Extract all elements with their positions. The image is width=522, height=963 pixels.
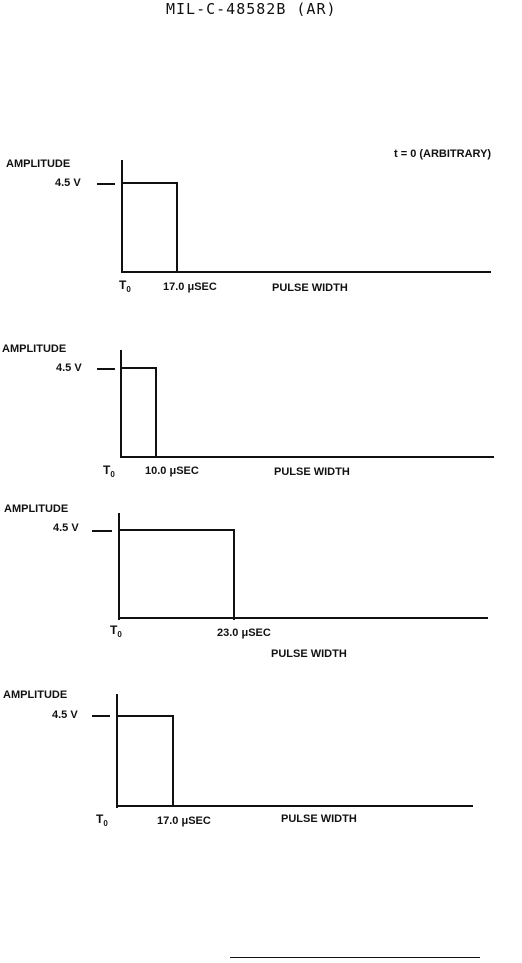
pulse-top [118,529,234,531]
pulse-fall-edge [176,182,178,273]
pulse-width-value: 17.0 μSEC [157,815,211,827]
pulse-width-value: 23.0 μSEC [217,627,271,639]
pulse-fall-edge [172,715,174,807]
pulse-top [121,182,177,184]
pulse-top [120,367,156,369]
voltage-label: 4.5 V [53,522,79,534]
voltage-tick [92,715,110,717]
t0-label: T0 [110,623,122,639]
time-axis [120,456,494,458]
y-axis [118,513,120,620]
y-axis [116,694,118,808]
pulse-top [116,715,173,717]
voltage-label: 4.5 V [56,362,82,374]
pulse-width-value: 17.0 μSEC [163,281,217,293]
document-header: MIL-C-48582B (AR) [166,0,337,18]
amplitude-label: AMPLITUDE [6,158,71,170]
t0-label: T0 [96,812,108,828]
time-axis [118,617,488,619]
voltage-tick [97,368,115,370]
bottom-rule [230,957,480,958]
amplitude-label: AMPLITUDE [4,503,69,515]
time-reference-note: t = 0 (ARBITRARY) [394,148,492,160]
amplitude-label: AMPLITUDE [3,689,68,701]
pulse-width-axis-label: PULSE WIDTH [271,648,347,660]
voltage-label: 4.5 V [52,709,78,721]
voltage-tick [92,530,112,532]
pulse-fall-edge [233,529,235,620]
y-axis [120,350,122,458]
pulse-width-axis-label: PULSE WIDTH [281,813,357,825]
t0-label: T0 [103,463,115,479]
amplitude-label: AMPLITUDE [2,343,67,355]
pulse-width-value: 10.0 μSEC [145,465,199,477]
t0-label: T0 [119,278,131,294]
pulse-fall-edge [155,367,157,458]
voltage-label: 4.5 V [55,177,81,189]
time-axis [116,805,473,807]
pulse-width-axis-label: PULSE WIDTH [274,466,350,478]
pulse-width-axis-label: PULSE WIDTH [272,282,348,294]
voltage-tick [97,183,115,185]
time-axis [121,271,491,273]
y-axis [121,160,123,273]
